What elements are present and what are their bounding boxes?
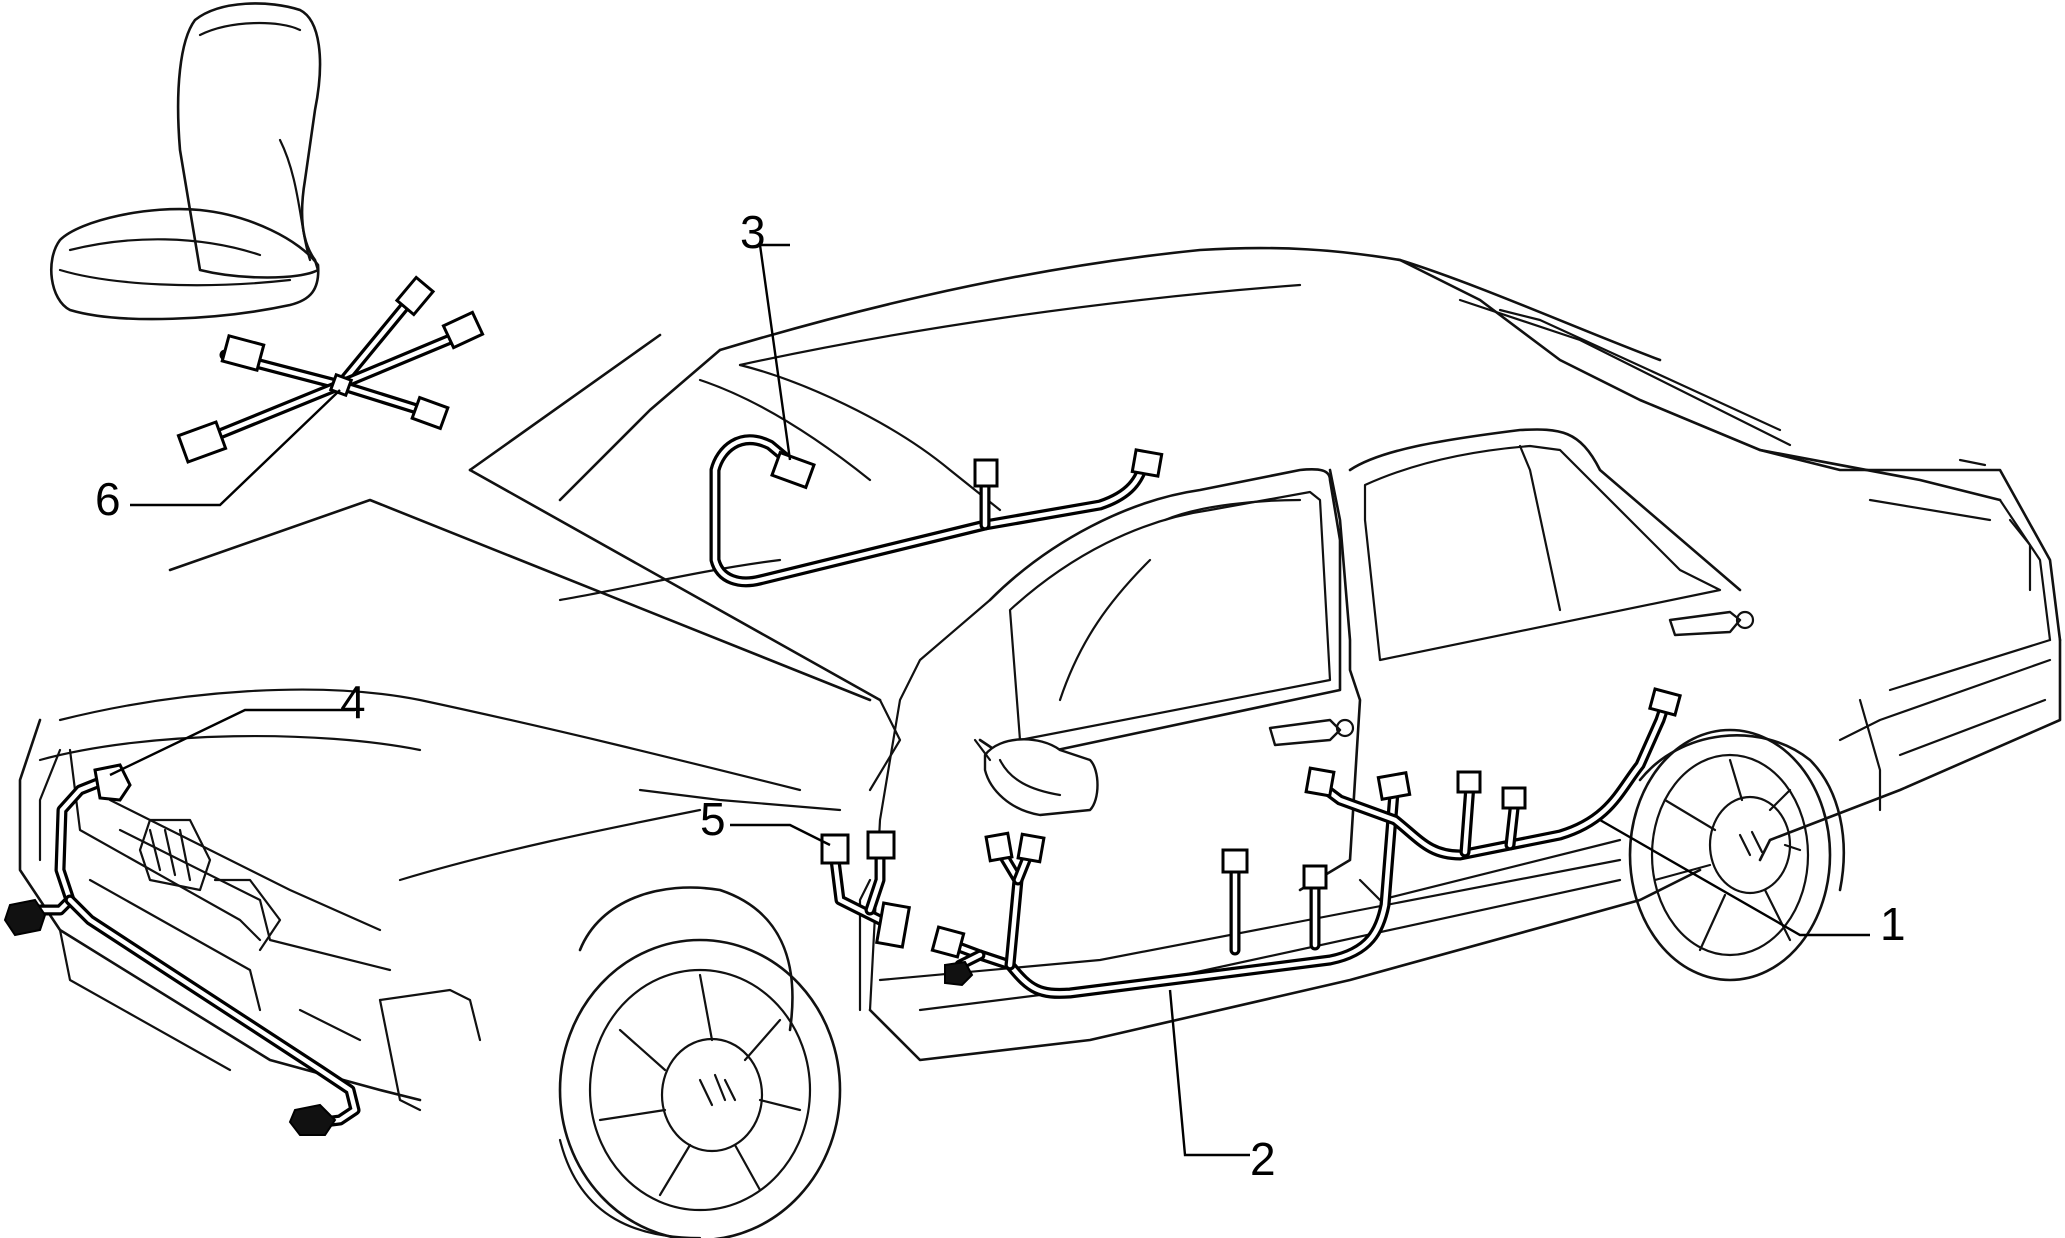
seat-illustration	[49, 2, 322, 321]
wire-harness-5	[820, 830, 912, 949]
callout-6: 6	[95, 473, 121, 525]
car-body-outline	[18, 246, 2062, 1238]
wire-harness-6	[176, 275, 485, 464]
callout-1: 1	[1880, 898, 1906, 950]
callout-labels: 3 6 4 5 1 2	[95, 206, 1906, 1185]
callout-3: 3	[740, 206, 766, 258]
wire-harness-2	[930, 770, 1412, 999]
wire-harness-1	[1304, 687, 1682, 861]
front-wheel	[558, 886, 842, 1238]
leader-lines	[109, 243, 1870, 1157]
wire-harness-4	[3, 763, 361, 1136]
callout-4: 4	[340, 676, 366, 728]
callout-5: 5	[700, 793, 726, 845]
wire-harness-3	[709, 434, 1164, 588]
callout-2: 2	[1250, 1133, 1276, 1185]
rear-wheel	[1628, 728, 1846, 982]
